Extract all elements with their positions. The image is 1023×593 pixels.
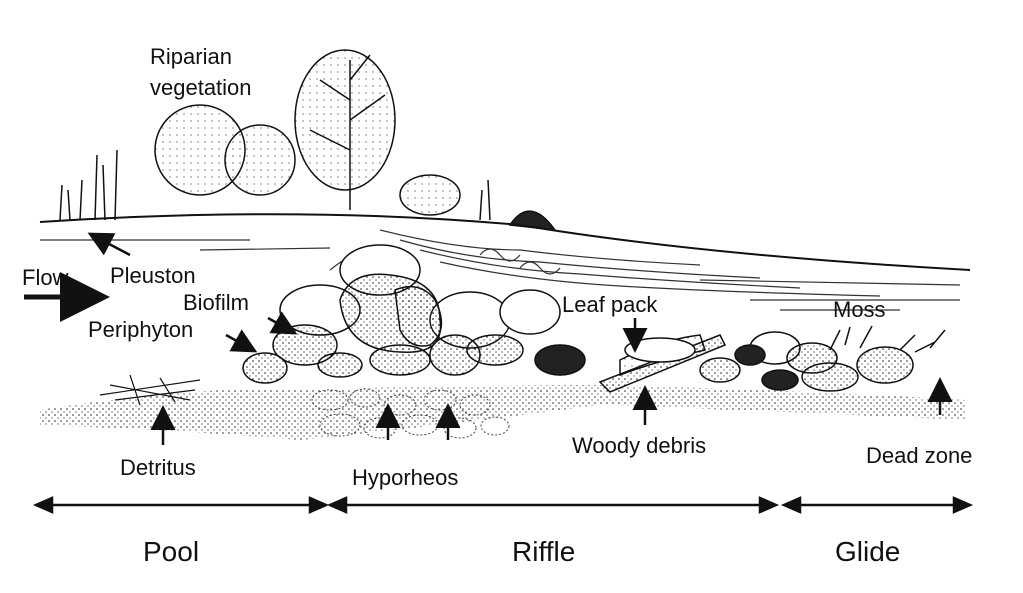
label-dead-zone: Dead zone bbox=[866, 443, 973, 468]
label-hyporheos: Hyporheos bbox=[352, 465, 459, 490]
biofilm-arrow bbox=[267, 311, 298, 335]
riparian-vegetation-drawing bbox=[59, 49, 557, 231]
stream-bank bbox=[39, 213, 971, 271]
riffle-rocks bbox=[242, 244, 586, 384]
label-leaf-pack: Leaf pack bbox=[562, 292, 658, 317]
label-detritus: Detritus bbox=[120, 455, 196, 480]
label-pleuston: Pleuston bbox=[110, 263, 196, 288]
glide-span-left-head bbox=[780, 496, 802, 514]
label-biofilm: Biofilm bbox=[183, 290, 250, 315]
label-periphyton: Periphyton bbox=[88, 317, 194, 342]
glide-span-right-head bbox=[952, 496, 974, 514]
glide-rocks bbox=[699, 325, 946, 392]
zone-pool: Pool bbox=[143, 536, 200, 567]
label-moss: Moss bbox=[833, 297, 886, 322]
riffle-span-left-head bbox=[326, 496, 348, 514]
label-flow: Flow bbox=[22, 265, 69, 290]
label-riparian-line2: vegetation bbox=[150, 75, 252, 100]
pool-span-left-head bbox=[32, 496, 54, 514]
label-woody-debris: Woody debris bbox=[572, 433, 707, 458]
zone-span-arrows bbox=[32, 496, 974, 514]
zone-glide: Glide bbox=[835, 536, 901, 567]
pointer-arrows bbox=[24, 232, 953, 445]
water-flow-lines bbox=[40, 229, 961, 311]
label-riparian-line1: Riparian bbox=[150, 44, 232, 69]
stream-bed bbox=[40, 385, 965, 440]
riffle-span-right-head bbox=[758, 496, 780, 514]
detritus-drawing bbox=[99, 374, 201, 406]
periphyton-arrow bbox=[225, 329, 258, 353]
pool-span-right-head bbox=[308, 496, 330, 514]
pleuston-arrow bbox=[87, 232, 131, 257]
zone-riffle: Riffle bbox=[512, 536, 576, 567]
